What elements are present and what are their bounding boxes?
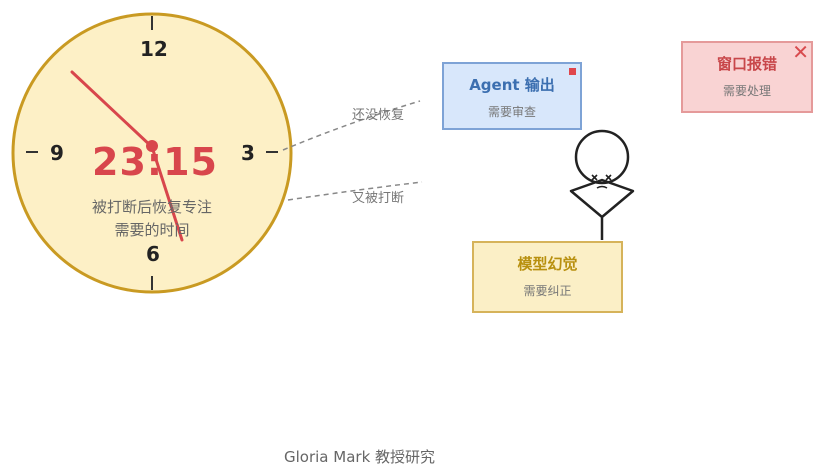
clock-number-9: 9: [50, 141, 64, 165]
hallucination-card-subtitle: 需要纠正: [523, 284, 572, 298]
clock-number-3: 3: [241, 141, 255, 165]
connector-lower: [287, 181, 423, 201]
error-card-title: 窗口报错: [716, 55, 777, 73]
status-square-icon: [569, 68, 576, 75]
hallucination-card-title: 模型幻觉: [517, 255, 578, 273]
connector-upper: [282, 100, 421, 151]
error-card-subtitle: 需要处理: [722, 84, 771, 98]
window-error-card: ✕ 窗口报错 需要处理: [681, 41, 813, 113]
clock-caption-line2: 需要的时间: [114, 221, 190, 239]
clock-caption: 被打断后恢复专注 需要的时间: [62, 196, 242, 242]
agent-card-title: Agent 输出: [469, 76, 555, 94]
figure-head: [574, 129, 630, 185]
clock-hour-hand: [150, 145, 184, 242]
clock-number-6: 6: [146, 242, 160, 266]
clock-minute-hand: [70, 70, 154, 149]
clock-caption-line1: 被打断后恢复专注: [91, 198, 212, 216]
figure-body: [569, 178, 635, 240]
clock-number-12: 12: [140, 37, 168, 61]
clock-center-dot: [146, 140, 158, 152]
clock-time: 23:15: [92, 140, 218, 184]
figure-mouth: [596, 185, 608, 189]
hallucination-card: 模型幻觉 需要纠正: [472, 241, 623, 313]
close-icon[interactable]: ✕: [792, 40, 809, 64]
figure-eye-left: [591, 174, 598, 181]
figure-eye-right: [605, 174, 612, 181]
agent-card-subtitle: 需要审查: [487, 105, 536, 119]
agent-output-card: Agent 输出 需要审查: [442, 62, 582, 130]
connector-label-lower: 又被打断: [352, 191, 405, 206]
connector-label-upper: 还没恢复: [352, 108, 405, 123]
credit-caption: Gloria Mark 教授研究: [284, 448, 436, 466]
